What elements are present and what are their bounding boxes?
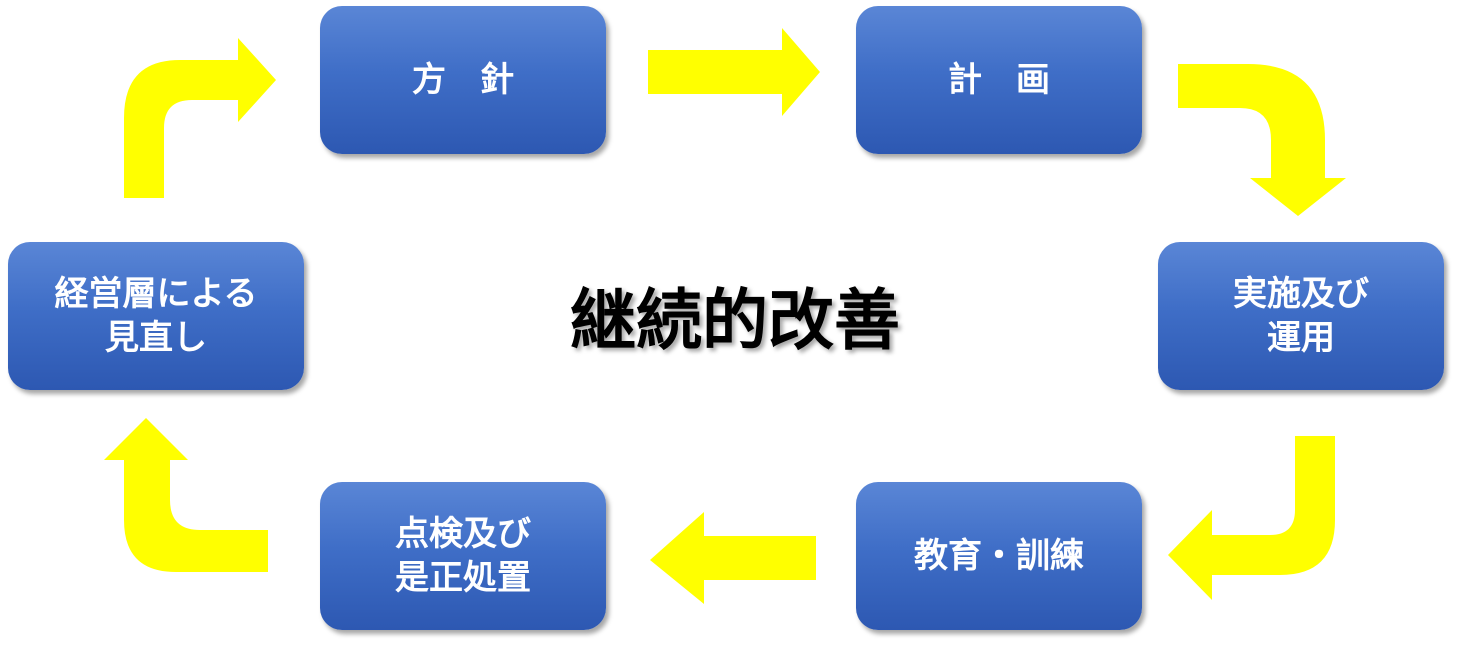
step-inspection-label: 点検及び 是正処置: [395, 513, 531, 598]
step-policy: 方 針: [320, 6, 606, 154]
step-training-label: 教育・訓練: [914, 535, 1084, 576]
step-review: 経営層による 見直し: [8, 242, 304, 390]
arrow-review-to-policy: [124, 38, 276, 198]
arrow-inspection-to-review: [104, 418, 268, 572]
arrow-policy-to-plan: [648, 28, 820, 116]
step-implementation-label: 実施及び 運用: [1233, 273, 1369, 358]
arrow-plan-to-implementation: [1178, 64, 1346, 216]
step-implementation: 実施及び 運用: [1158, 242, 1444, 390]
diagram-title: 継続的改善: [570, 282, 900, 359]
arrow-training-to-inspection: [650, 512, 816, 604]
arrow-implementation-to-training: [1168, 436, 1335, 600]
step-training: 教育・訓練: [856, 482, 1142, 630]
step-inspection: 点検及び 是正処置: [320, 482, 606, 630]
step-plan: 計 画: [856, 6, 1142, 154]
step-review-label: 経営層による 見直し: [54, 273, 258, 358]
step-policy-label: 方 針: [412, 59, 514, 100]
step-plan-label: 計 画: [948, 59, 1050, 100]
